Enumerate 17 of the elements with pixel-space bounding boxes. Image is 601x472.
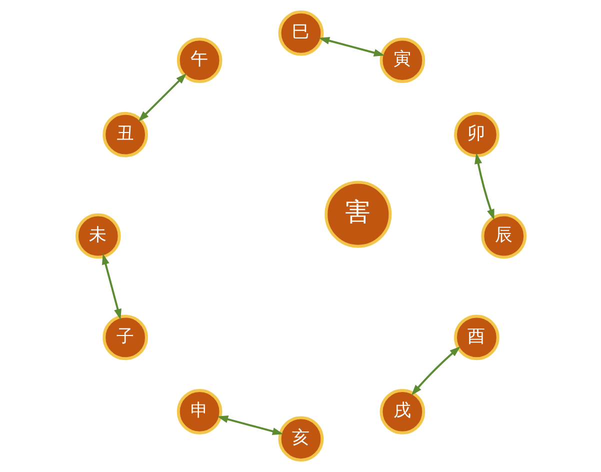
node-circle: 酉 (454, 314, 499, 360)
node-circle: 卯 (454, 112, 499, 158)
arrow (474, 153, 494, 220)
node-circle: 申 (176, 389, 222, 434)
node-circle: 巳 (278, 10, 324, 56)
arrow (138, 73, 186, 122)
node-circle: 未 (74, 213, 120, 259)
arrow (410, 346, 460, 396)
node-circle: 辰 (480, 213, 526, 259)
node-circle: 亥 (278, 416, 324, 462)
node-circle: 戌 (379, 389, 425, 434)
arrow (318, 37, 384, 56)
arrow (102, 254, 121, 320)
node-circle: 寅 (379, 38, 425, 83)
node-circle: 害 (324, 180, 392, 248)
node-circle: 子 (102, 314, 148, 360)
arrow (216, 416, 283, 435)
